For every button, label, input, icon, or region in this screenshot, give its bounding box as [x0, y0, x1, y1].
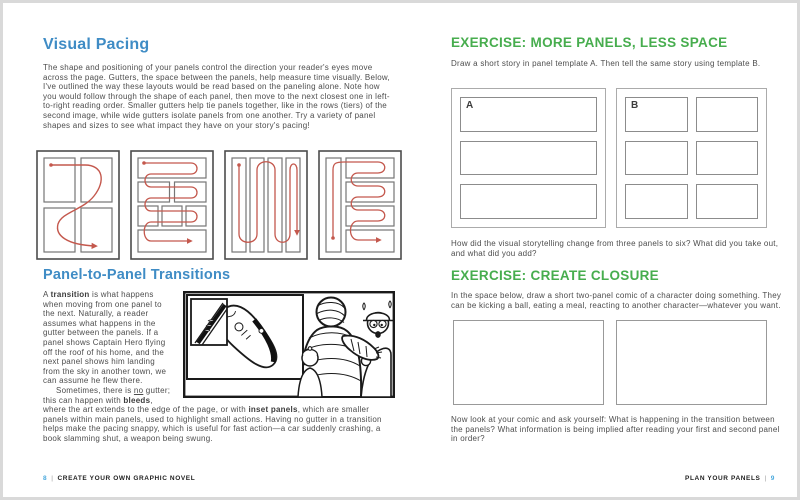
visual-pacing-paragraph: The shape and positioning of your panels… [43, 63, 390, 130]
chapter-title: PLAN YOUR PANELS [685, 475, 761, 482]
left-footer: 8|CREATE YOUR OWN GRAPHIC NOVEL [43, 475, 195, 482]
template-a-panel: A [460, 97, 597, 132]
template-a-label: A [466, 100, 474, 111]
closure-panel-1 [453, 320, 604, 405]
exercise1-title: EXERCISE: MORE PANELS, LESS SPACE [451, 35, 728, 50]
transitions-title: Panel-to-Panel Transitions [43, 267, 231, 283]
template-a: A [451, 88, 606, 228]
template-b: B [616, 88, 767, 228]
template-a-panel [460, 140, 597, 176]
transitions-paragraph-1: A transition is what happens when moving… [43, 290, 167, 386]
left-page-number: 8 [43, 475, 48, 482]
book-title: CREATE YOUR OWN GRAPHIC NOVEL [57, 475, 196, 482]
page-title: Visual Pacing [43, 36, 149, 54]
template-b-panel [695, 140, 758, 176]
exercise1-intro: Draw a short story in panel template A. … [451, 59, 761, 68]
pacing-diagram-column-plus-rows [318, 150, 402, 260]
template-b-panel [695, 184, 758, 219]
visual-pacing-title: Visual Pacing [43, 36, 150, 53]
right-footer: PLAN YOUR PANELS|9 [685, 475, 775, 482]
exercise2-title: EXERCISE: CREATE CLOSURE [451, 268, 659, 283]
transitions-paragraph-2: Sometimes, there is no gutter; this can … [43, 385, 382, 443]
mummy-illustration [183, 291, 395, 398]
footer-separator: | [764, 475, 767, 482]
template-b-label: B [631, 100, 639, 111]
pacing-diagram-s-curve-grid [36, 150, 120, 260]
template-b-panel [625, 184, 688, 219]
pacing-diagram-vertical-columns [224, 150, 308, 260]
pacing-diagrams [36, 150, 402, 260]
panel-templates: A B [451, 88, 767, 228]
template-b-panel [695, 97, 758, 132]
closure-panels [453, 320, 767, 405]
exercise2-followup: Now look at your comic and ask yourself:… [451, 415, 780, 444]
template-b-panel: B [625, 97, 688, 132]
exercise2-intro: In the space below, draw a short two-pan… [451, 291, 782, 310]
exercise1-followup: How did the visual storytelling change f… [451, 239, 779, 258]
closure-panel-2 [616, 320, 767, 405]
pacing-diagram-tiered-rows [130, 150, 214, 260]
transitions-section: A transition is what happens when moving… [43, 290, 395, 444]
template-a-panel [460, 184, 597, 220]
template-b-panel [625, 140, 688, 176]
right-page-number: 9 [770, 475, 775, 482]
footer-separator: | [51, 475, 54, 482]
